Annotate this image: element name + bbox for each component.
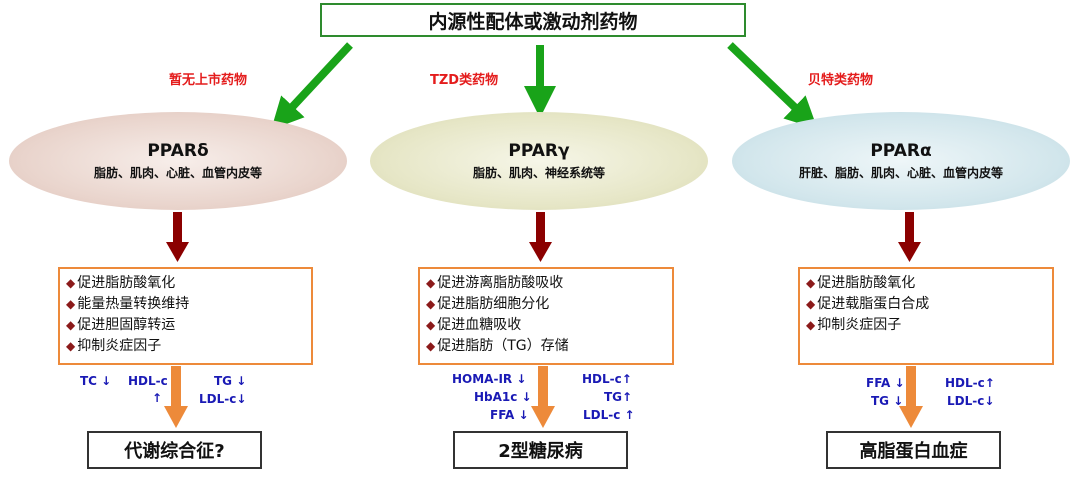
effects-box-alpha: ◆促进脂肪酸氧化 ◆促进载脂蛋白合成 ◆抑制炎症因子	[798, 267, 1054, 365]
list-item: ◆促进载脂蛋白合成	[806, 296, 930, 312]
lipid-ffa: FFA ↓	[490, 408, 529, 422]
green-arrow-right	[727, 42, 818, 130]
green-arrow-left	[271, 42, 353, 130]
ppar-delta-ellipse: PPARδ 脂肪、肌肉、心脏、血管内皮等	[9, 112, 347, 210]
receptor-tissues: 脂肪、肌肉、神经系统等	[472, 166, 605, 180]
diamond-bullet-icon: ◆	[426, 276, 436, 290]
list-item: ◆促进脂肪（TG）存储	[426, 338, 569, 354]
list-item: ◆促进游离脂肪酸吸收	[426, 275, 564, 291]
lipid-hdl: HDL-c↑	[582, 372, 632, 386]
list-item: ◆抑制炎症因子	[806, 317, 902, 333]
outcome-box-delta: 代谢综合征?	[87, 431, 262, 469]
receptor-name: PPARδ	[147, 141, 209, 161]
drug-label-delta: 暂无上市药物	[169, 73, 248, 88]
lipid-tg: TG↑	[604, 390, 633, 404]
list-item: ◆抑制炎症因子	[66, 338, 162, 354]
drug-label-alpha: 贝特类药物	[808, 73, 874, 88]
ppar-alpha-ellipse: PPARα 肝脏、脂肪、肌肉、心脏、血管内皮等	[732, 112, 1070, 210]
lipid-tc: TC ↓	[80, 374, 112, 388]
diamond-bullet-icon: ◆	[426, 318, 436, 332]
receptor-tissues: 肝脏、脂肪、肌肉、心脏、血管内皮等	[798, 166, 1003, 180]
red-arrow-middle	[529, 212, 552, 262]
list-item: ◆促进胆固醇转运	[66, 317, 176, 333]
lipid-tg: TG ↓	[871, 394, 904, 408]
lipid-tg: TG ↓	[214, 374, 247, 388]
effects-box-delta: ◆促进脂肪酸氧化 ◆能量热量转换维持 ◆促进胆固醇转运 ◆抑制炎症因子	[58, 267, 313, 365]
diamond-bullet-icon: ◆	[66, 339, 76, 353]
diamond-bullet-icon: ◆	[66, 276, 76, 290]
list-item: ◆能量热量转换维持	[66, 296, 190, 312]
diagram-title: 内源性配体或激动剂药物	[320, 3, 746, 37]
lipid-ldl: LDL-c↓	[199, 392, 247, 406]
receptor-name: PPARα	[870, 141, 932, 161]
lipid-ldl: LDL-c↓	[947, 394, 995, 408]
list-item: ◆促进脂肪酸氧化	[806, 275, 916, 291]
red-arrow-right	[898, 212, 921, 262]
list-item: ◆促进脂肪细胞分化	[426, 296, 550, 312]
diamond-bullet-icon: ◆	[806, 318, 816, 332]
receptor-tissues: 脂肪、肌肉、心脏、血管内皮等	[93, 166, 262, 180]
red-arrow-left	[166, 212, 189, 262]
lipid-hdl: HDL-c	[128, 374, 168, 388]
lipid-hdl: HDL-c↑	[945, 376, 995, 390]
diamond-bullet-icon: ◆	[806, 276, 816, 290]
orange-arrow-middle	[531, 366, 555, 428]
list-item: ◆促进血糖吸收	[426, 317, 522, 333]
receptor-name: PPARγ	[508, 141, 570, 161]
lipid-hba1c: HbA1c ↓	[474, 390, 532, 404]
diamond-bullet-icon: ◆	[426, 297, 436, 311]
diamond-bullet-icon: ◆	[806, 297, 816, 311]
outcome-box-gamma: 2型糖尿病	[453, 431, 628, 469]
drug-label-gamma: TZD类药物	[430, 73, 499, 88]
lipid-ldl: LDL-c ↑	[583, 408, 635, 422]
effects-box-gamma: ◆促进游离脂肪酸吸收 ◆促进脂肪细胞分化 ◆促进血糖吸收 ◆促进脂肪（TG）存储	[418, 267, 674, 365]
ppar-gamma-ellipse: PPARγ 脂肪、肌肉、神经系统等	[370, 112, 708, 210]
orange-arrow-right	[899, 366, 923, 428]
lipid-ffa: FFA ↓	[866, 376, 905, 390]
orange-arrow-left	[164, 366, 188, 428]
diamond-bullet-icon: ◆	[426, 339, 436, 353]
diamond-bullet-icon: ◆	[66, 318, 76, 332]
list-item: ◆促进脂肪酸氧化	[66, 275, 176, 291]
lipid-homa-ir: HOMA-IR ↓	[452, 372, 527, 386]
lipid-hdl-arrow: ↑	[152, 391, 163, 405]
diamond-bullet-icon: ◆	[66, 297, 76, 311]
outcome-box-alpha: 高脂蛋白血症	[826, 431, 1001, 469]
